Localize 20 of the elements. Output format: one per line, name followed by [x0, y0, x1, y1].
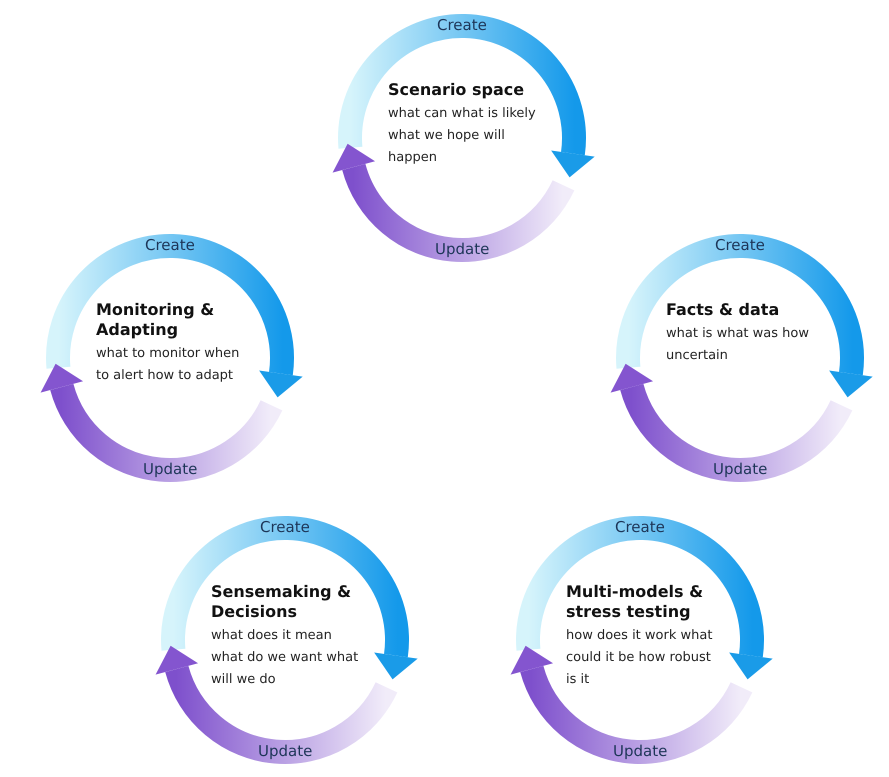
node-heading: Monitoring & Adapting [96, 300, 216, 340]
arrow-label: Create [715, 236, 765, 254]
arrow-label: Create [145, 236, 195, 254]
node-body-text: what can what is likely what we hope will happen [388, 105, 537, 167]
node-heading: Facts & data [666, 300, 780, 320]
node-body-text: what does it mean what do we want what will we do [211, 627, 360, 689]
arrow-label: Create [437, 16, 487, 34]
node-body-text: how does it work what could it be how robust is it [566, 627, 714, 689]
arrow-label: Update [613, 742, 668, 760]
arrow-label: Update [258, 742, 312, 760]
arrow-label: Update [713, 460, 768, 478]
arrow-label: Update [435, 240, 490, 258]
node-heading: Sensemaking & Decisions [211, 582, 352, 622]
node-body-text: what is what was how uncertain [666, 325, 810, 365]
arrow-label: Create [615, 518, 665, 536]
node-heading: Scenario space [388, 80, 526, 100]
arrow-label: Update [143, 460, 198, 478]
node-body-text: what to monitor when to alert how to adapt [96, 345, 240, 385]
node-heading: Multi-models & stress testing [566, 582, 704, 622]
arrow-label: Create [260, 518, 310, 536]
